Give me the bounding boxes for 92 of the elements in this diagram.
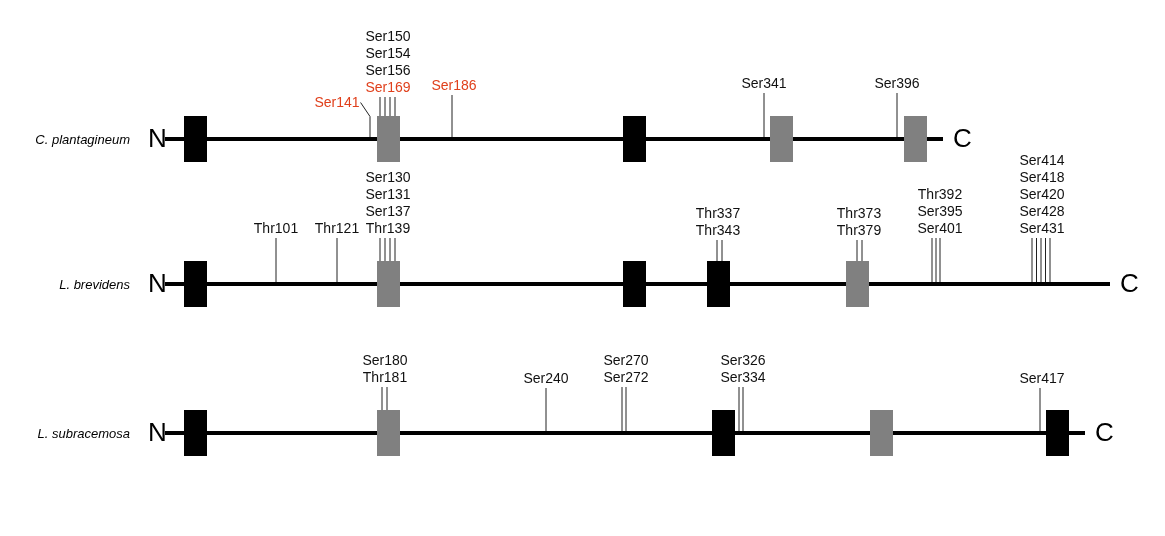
site-label: Ser420 xyxy=(1019,186,1065,203)
leader-line xyxy=(939,237,941,283)
site-label: Ser270 xyxy=(603,352,649,369)
site-label: Thr121 xyxy=(314,220,360,237)
site-label: Ser334 xyxy=(720,369,766,386)
site-label: Thr392 xyxy=(917,186,963,203)
site-label: Ser150 xyxy=(365,28,411,45)
terminus-letter: C xyxy=(953,124,972,152)
domain-block xyxy=(377,261,400,307)
site-label: Ser326 xyxy=(720,352,766,369)
leader-line xyxy=(386,386,388,411)
terminus-letter: N xyxy=(148,269,167,297)
site-label: Thr337 xyxy=(695,205,741,222)
leader-line xyxy=(721,239,723,262)
leader-line xyxy=(896,92,898,138)
site-label: Thr343 xyxy=(695,222,741,239)
leader-line xyxy=(1045,237,1046,283)
site-label: Ser401 xyxy=(917,220,963,237)
leader-line xyxy=(275,237,277,283)
leader-line xyxy=(931,237,933,283)
domain-block xyxy=(870,410,893,456)
site-label: Thr181 xyxy=(362,369,408,386)
site-label: Ser272 xyxy=(603,369,649,386)
site-label: Thr139 xyxy=(365,220,411,237)
site-label: Ser417 xyxy=(1019,370,1065,387)
domain-block xyxy=(846,261,869,307)
site-label: Ser431 xyxy=(1019,220,1065,237)
domain-block xyxy=(184,116,207,162)
terminus-letter: N xyxy=(148,124,167,152)
site-label: Ser396 xyxy=(874,75,920,92)
site-label: Ser169 xyxy=(365,79,411,96)
leader-line xyxy=(336,237,338,283)
leader-line xyxy=(861,239,863,262)
site-label: Ser418 xyxy=(1019,169,1065,186)
leader-line xyxy=(545,387,547,432)
leader-line xyxy=(1031,237,1033,283)
site-label: Ser154 xyxy=(365,45,411,62)
leader-line xyxy=(389,237,391,262)
domain-block xyxy=(377,410,400,456)
domain-block xyxy=(1046,410,1069,456)
leader-line xyxy=(394,96,396,117)
leader-line xyxy=(451,94,453,138)
terminus-letter: N xyxy=(148,418,167,446)
species-name: L. subracemosa xyxy=(37,425,130,441)
site-label: Ser180 xyxy=(362,352,408,369)
domain-block xyxy=(770,116,793,162)
domain-block xyxy=(184,261,207,307)
leader-line xyxy=(384,96,386,117)
leader-line xyxy=(1049,237,1051,283)
leader-line xyxy=(1039,387,1041,432)
leader-line xyxy=(763,92,765,138)
terminus-letter: C xyxy=(1095,418,1114,446)
leader-line xyxy=(394,237,396,262)
site-label: Thr373 xyxy=(836,205,882,222)
leader-line xyxy=(935,237,937,283)
leader-line xyxy=(1040,237,1042,283)
leader-line xyxy=(625,386,627,432)
leader-line xyxy=(856,239,858,262)
domain-block xyxy=(623,116,646,162)
domain-block xyxy=(377,116,400,162)
site-label: Ser156 xyxy=(365,62,411,79)
domain-block xyxy=(712,410,735,456)
leader-line xyxy=(742,386,744,432)
leader-line xyxy=(389,96,391,117)
species-name: L. brevidens xyxy=(59,276,130,292)
domain-block xyxy=(707,261,730,307)
leader-line xyxy=(621,386,623,432)
leader-line xyxy=(379,237,381,262)
site-label: Ser341 xyxy=(741,75,787,92)
site-label: Ser428 xyxy=(1019,203,1065,220)
domain-block xyxy=(184,410,207,456)
site-label: Ser141 xyxy=(314,94,360,111)
domain-block xyxy=(904,116,927,162)
leader-line xyxy=(381,386,383,411)
leader-line xyxy=(738,386,740,432)
domain-block xyxy=(623,261,646,307)
site-label: Ser240 xyxy=(523,370,569,387)
leader-line xyxy=(1036,237,1037,283)
site-label: Thr379 xyxy=(836,222,882,239)
leader-line xyxy=(360,102,371,138)
site-label: Ser395 xyxy=(917,203,963,220)
site-label: Ser130 xyxy=(365,169,411,186)
leader-line xyxy=(716,239,718,262)
site-label: Thr101 xyxy=(253,220,299,237)
leader-line xyxy=(379,96,381,117)
leader-line xyxy=(384,237,386,262)
site-label: Ser137 xyxy=(365,203,411,220)
site-label: Ser414 xyxy=(1019,152,1065,169)
terminus-letter: C xyxy=(1120,269,1139,297)
species-name: C. plantagineum xyxy=(35,131,130,147)
site-label: Ser186 xyxy=(431,77,477,94)
site-label: Ser131 xyxy=(365,186,411,203)
